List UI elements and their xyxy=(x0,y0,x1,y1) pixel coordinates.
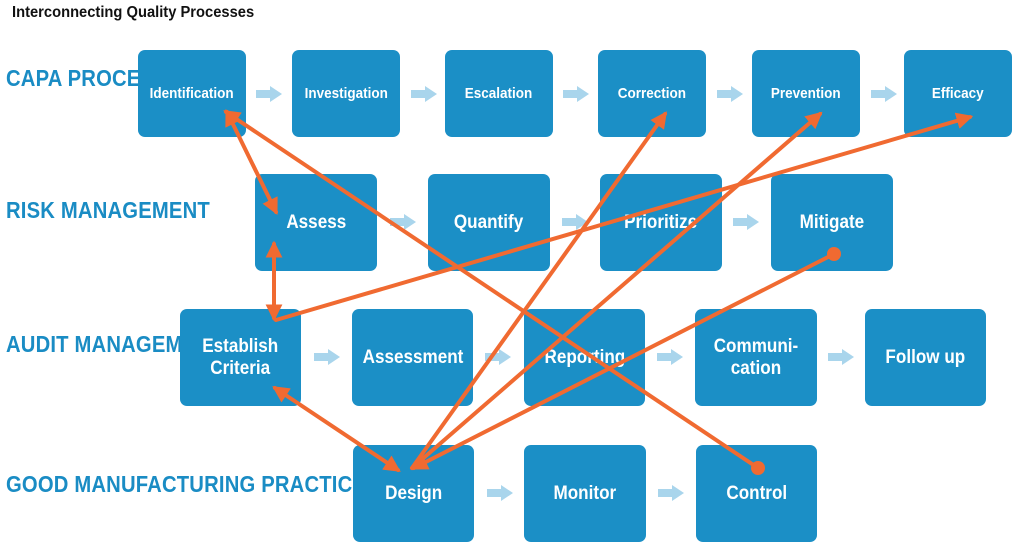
flow-arrow-icon xyxy=(487,485,513,501)
connector-establish-criteria-efficacy xyxy=(274,112,974,322)
capa-step-escalation: Escalation xyxy=(445,50,553,137)
capa-step-label: Prevention xyxy=(771,84,841,102)
connector-origin-dot-mitigate xyxy=(827,247,841,261)
audit-step-label: Assessment xyxy=(362,346,463,368)
capa-step-label: Correction xyxy=(617,84,687,102)
flow-arrow-icon xyxy=(717,86,743,102)
risk-step-label: Prioritize xyxy=(624,211,698,233)
audit-step-communication: Communi- cation xyxy=(695,309,817,406)
audit-step-label: Reporting xyxy=(544,346,625,368)
capa-step-label: Efficacy xyxy=(932,84,984,102)
risk-step-assess: Assess xyxy=(255,174,377,271)
flow-arrow-icon xyxy=(733,214,759,230)
flow-arrow-icon xyxy=(871,86,897,102)
capa-step-prevention: Prevention xyxy=(752,50,860,137)
audit-step-assessment: Assessment xyxy=(352,309,473,406)
flow-arrow-icon xyxy=(658,485,684,501)
risk-step-label: Quantify xyxy=(454,211,524,233)
risk-step-quantify: Quantify xyxy=(428,174,550,271)
audit-step-label: Communi- cation xyxy=(713,335,799,379)
capa-step-label: Escalation xyxy=(465,84,533,102)
gmp-step-label: Control xyxy=(726,482,787,504)
audit-step-follow-up: Follow up xyxy=(865,309,986,406)
flow-arrow-icon xyxy=(563,86,589,102)
risk-step-prioritize: Prioritize xyxy=(600,174,722,271)
connector-mitigate-design xyxy=(411,252,836,470)
gmp-step-monitor: Monitor xyxy=(524,445,646,542)
flow-arrow-icon xyxy=(562,214,588,230)
connector-identification-assess xyxy=(225,108,278,216)
capa-step-investigation: Investigation xyxy=(292,50,400,137)
flow-arrow-icon xyxy=(657,349,683,365)
audit-step-label: Establish Criteria xyxy=(202,335,279,379)
risk-step-label: Mitigate xyxy=(799,211,865,233)
flow-arrow-icon xyxy=(314,349,340,365)
diagram-title: Interconnecting Quality Processes xyxy=(12,4,255,21)
capa-step-label: Identification xyxy=(149,84,235,102)
connector-control-identification xyxy=(223,110,760,470)
flow-arrow-icon xyxy=(485,349,511,365)
connector-origin-dot-control xyxy=(751,461,765,475)
gmp-step-label: Design xyxy=(384,482,443,504)
connector-design-prevention xyxy=(410,111,823,470)
audit-step-label: Follow up xyxy=(885,346,966,368)
capa-step-label: Investigation xyxy=(304,84,388,102)
flow-arrow-icon xyxy=(411,86,437,102)
gmp-step-label: Monitor xyxy=(553,482,617,504)
flow-arrow-icon xyxy=(256,86,282,102)
row-label-gmp: GOOD MANUFACTURING PRACTICES xyxy=(6,471,380,497)
connector-design-correction xyxy=(410,111,667,470)
connector-establish-criteria-design xyxy=(272,386,401,472)
risk-step-label: Assess xyxy=(286,211,346,233)
flow-arrow-icon xyxy=(828,349,854,365)
row-label-risk: RISK MANAGEMENT xyxy=(6,197,210,223)
